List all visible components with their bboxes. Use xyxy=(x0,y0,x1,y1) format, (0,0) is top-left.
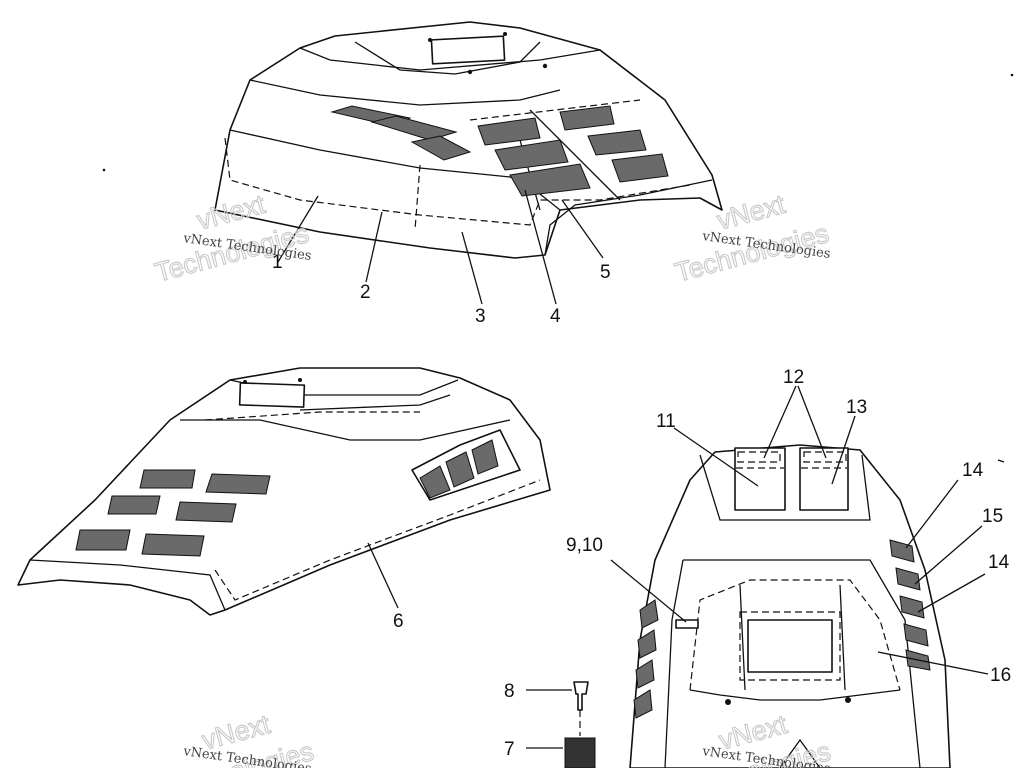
leader-lines xyxy=(277,189,1005,749)
callout-2: 2 xyxy=(360,282,371,303)
fastener-parts xyxy=(564,681,596,768)
callout-4: 4 xyxy=(550,306,561,327)
callout-14-lower: 14 xyxy=(988,552,1010,573)
hood-top-view xyxy=(214,21,723,259)
callout-5: 5 xyxy=(600,262,611,283)
callout-1: 1 xyxy=(272,252,283,273)
callout-12: 12 xyxy=(783,367,804,388)
hood-front-view xyxy=(629,444,951,768)
callout-11: 11 xyxy=(656,411,676,432)
callout-8: 8 xyxy=(504,681,515,702)
callout-13: 13 xyxy=(846,397,867,418)
callout-labels: 1 2 3 4 5 6 7 8 9,10 11 12 13 14 15 14 1… xyxy=(272,252,1011,760)
watermark-big-line1: vNext xyxy=(714,189,789,236)
callout-9-10: 9,10 xyxy=(566,535,603,556)
callout-3: 3 xyxy=(475,306,486,327)
watermark-big-line1: vNext xyxy=(194,189,269,236)
watermark-top-right: vNext Technologies vNext Technologies xyxy=(671,188,832,288)
callout-6: 6 xyxy=(393,611,404,632)
callout-15: 15 xyxy=(982,506,1003,527)
callout-7: 7 xyxy=(504,739,515,760)
callout-16: 16 xyxy=(990,665,1011,686)
stray-dot xyxy=(1010,73,1014,77)
hood-side-view xyxy=(17,367,551,616)
callout-14-upper: 14 xyxy=(962,460,984,481)
stray-dot xyxy=(102,168,106,172)
watermark-bottom-left: vNext Technologies vNext Technologies xyxy=(156,708,317,768)
